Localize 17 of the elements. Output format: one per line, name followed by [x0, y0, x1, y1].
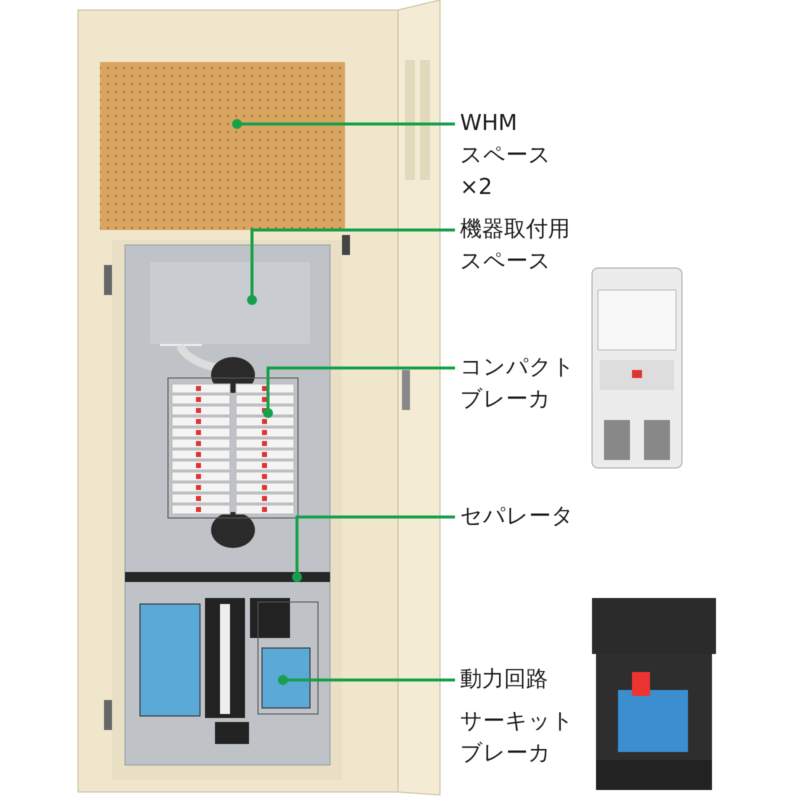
part-label: サーキットブレーカ — [460, 708, 575, 768]
part-label: コンパクトブレーカ — [460, 354, 576, 414]
breaker-group — [258, 602, 318, 714]
part-label: WHM — [460, 110, 518, 138]
panel-space — [100, 62, 345, 230]
part-label: 機器取付用スペース — [460, 216, 571, 276]
breaker-group — [168, 378, 298, 518]
part-label: 動力回路 — [460, 666, 549, 694]
part-label: セパレータ — [460, 503, 575, 531]
panel-space — [150, 262, 310, 344]
part-label: スペース×2 — [460, 142, 552, 202]
leader-line — [247, 228, 455, 305]
leader-line — [263, 366, 455, 418]
separator-bar — [125, 572, 330, 582]
leader-line — [278, 675, 455, 685]
leader-line — [292, 516, 455, 582]
leader-line — [232, 119, 455, 129]
